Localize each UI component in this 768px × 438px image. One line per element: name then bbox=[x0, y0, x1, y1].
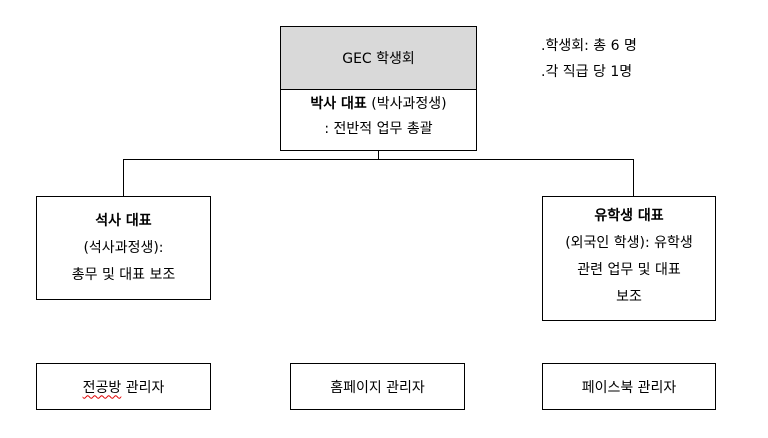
international-line2: 관련 업무 및 대표 bbox=[577, 262, 681, 278]
doctoral-duty: : 전반적 업무 총괄 bbox=[324, 121, 433, 137]
note-per-rank: .각 직급 당 1명 bbox=[541, 64, 633, 80]
node-title-student-council: GEC 학생회 bbox=[281, 27, 476, 90]
lab-room-word: 전공방 bbox=[82, 379, 122, 396]
masters-line2: 총무 및 대표 보조 bbox=[71, 267, 176, 283]
note-total-members: .학생회: 총 6 명 bbox=[541, 38, 637, 54]
masters-title: 석사 대표 bbox=[95, 213, 152, 229]
connector-left-drop bbox=[123, 159, 124, 196]
international-line1: (외국인 학생): 유학생 bbox=[565, 235, 693, 251]
doctoral-role-note: (박사과정생) bbox=[366, 96, 447, 112]
lab-room-admin-label: 관리자 bbox=[121, 379, 165, 396]
connector-top-stem bbox=[378, 150, 379, 160]
node-homepage-admin: 홈페이지 관리자 bbox=[290, 363, 465, 410]
masters-line1: (석사과정생): bbox=[83, 240, 164, 256]
doctoral-role-line: 박사 대표 (박사과정생) bbox=[281, 92, 476, 117]
connector-horizontal bbox=[123, 159, 634, 160]
node-lab-room-admin: 전공방 관리자 bbox=[36, 363, 211, 410]
international-line3: 보조 bbox=[616, 289, 642, 305]
node-masters-representative: 석사 대표 (석사과정생): 총무 및 대표 보조 bbox=[36, 196, 211, 300]
connector-right-drop bbox=[633, 159, 634, 196]
node-doctoral-representative: GEC 학생회 박사 대표 (박사과정생) : 전반적 업무 총괄 bbox=[280, 26, 477, 151]
node-facebook-admin: 페이스북 관리자 bbox=[542, 363, 716, 410]
homepage-admin-label: 홈페이지 관리자 bbox=[330, 379, 425, 396]
doctoral-role-label: 박사 대표 bbox=[310, 96, 367, 112]
facebook-admin-label: 페이스북 관리자 bbox=[581, 379, 677, 396]
international-title: 유학생 대표 bbox=[594, 208, 664, 224]
node-international-representative: 유학생 대표 (외국인 학생): 유학생 관련 업무 및 대표 보조 bbox=[542, 196, 716, 321]
